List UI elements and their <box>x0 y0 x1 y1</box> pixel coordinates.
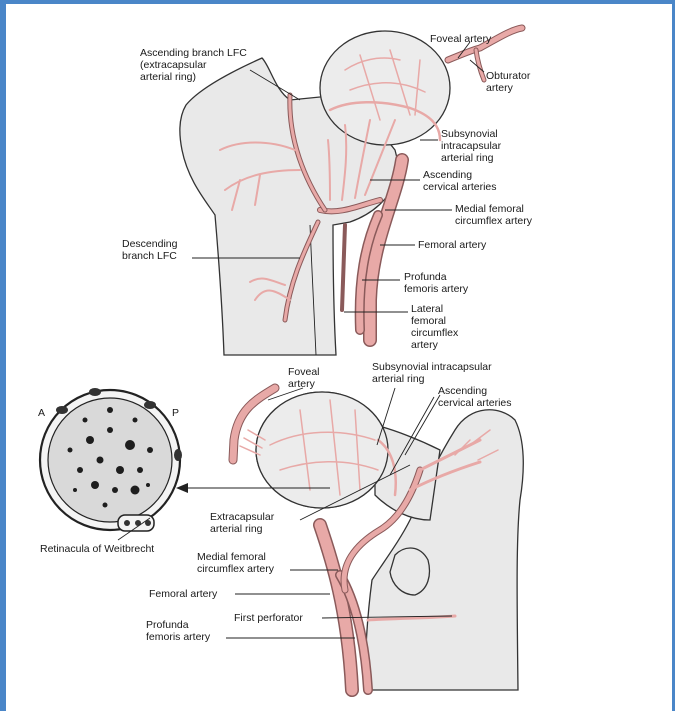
label-retinacula: Retinacula of Weitbrecht <box>40 543 154 555</box>
label-section-p: P <box>172 407 179 419</box>
label-medial-circumflex-bottom: Medial femoral circumflex artery <box>197 551 275 575</box>
label-profunda-top: Profunda femoris artery <box>404 271 469 295</box>
label-subsynovial-ring-top: Subsynovial intracapsular arterial ring <box>441 128 504 164</box>
top-femoral-head <box>320 31 450 145</box>
label-section-a: A <box>38 407 45 419</box>
label-descending-branch-lfc: Descending branch LFC <box>122 238 180 262</box>
label-extracapsular-ring: Extracapsular arterial ring <box>210 511 277 535</box>
label-femoral-artery-bottom: Femoral artery <box>149 588 218 600</box>
label-ascending-cervical-bottom: Ascending cervical arteries <box>438 385 512 409</box>
label-medial-circumflex-top: Medial femoral circumflex artery <box>455 203 533 227</box>
label-foveal-artery-bottom: Foveal artery <box>288 366 322 390</box>
bottom-femur-illustration <box>256 392 523 690</box>
label-profunda-bottom: Profunda femoris artery <box>146 619 211 643</box>
cross-section-inset <box>40 388 182 540</box>
label-femoral-artery-top: Femoral artery <box>418 239 487 251</box>
label-subsynovial-ring-bottom: Subsynovial intracapsular arterial ring <box>372 361 495 385</box>
label-lateral-circumflex: Lateral femoral circumflex artery <box>411 303 461 351</box>
label-ascending-cervical-top: Ascending cervical arteries <box>423 169 497 193</box>
label-obturator-artery: Obturator artery <box>486 70 533 94</box>
label-first-perforator: First perforator <box>234 612 303 624</box>
label-foveal-artery-top: Foveal artery <box>430 33 492 45</box>
